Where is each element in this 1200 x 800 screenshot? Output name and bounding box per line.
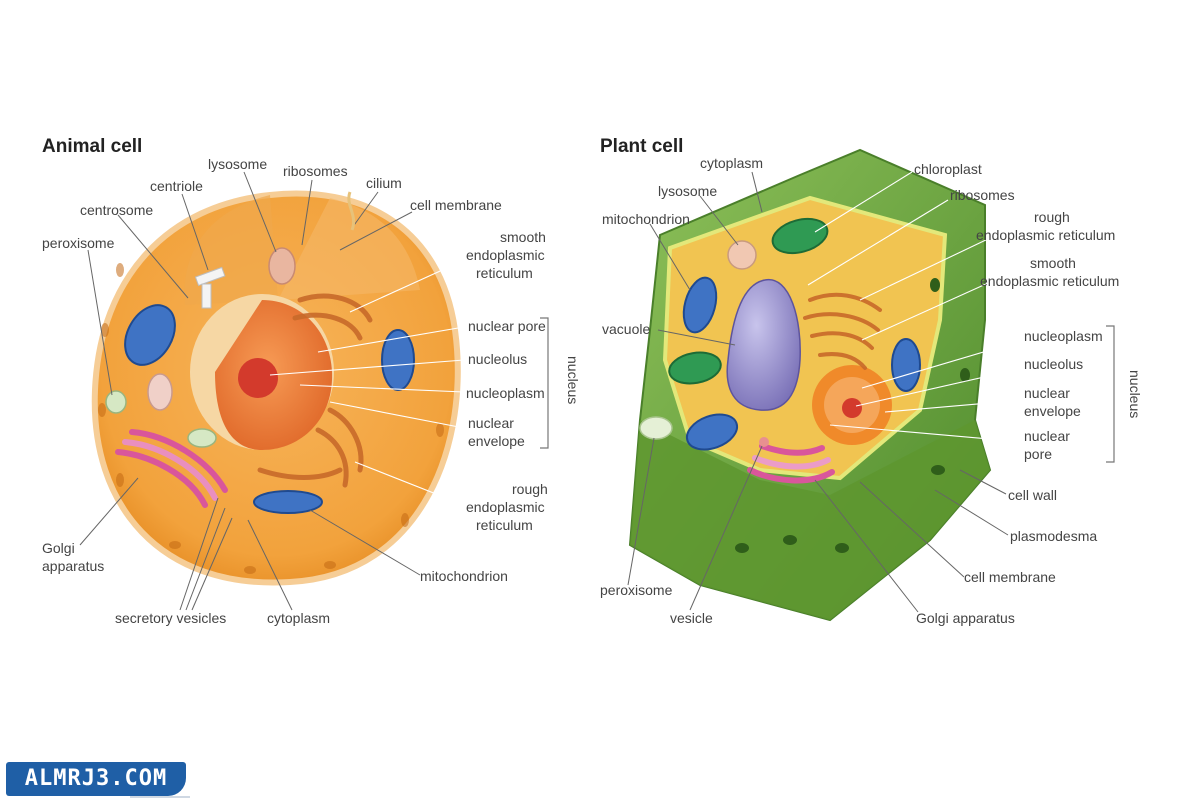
label-plant-nuclear-pore-2: pore [1024,446,1052,462]
plant-er [803,292,882,370]
plant-chloroplast-left [668,351,722,385]
site-watermark-logo: ALMRJ3.COM [6,762,186,796]
label-animal-rough-er-1: rough [512,481,548,497]
label-animal-cell-membrane: cell membrane [410,197,502,213]
label-plant-vacuole: vacuole [602,321,650,337]
label-plant-nucleolus: nucleolus [1024,356,1083,372]
label-animal-secretory-vesicles: secretory vesicles [115,610,226,626]
animal-leaders [79,171,465,611]
plant-lysosome [727,240,757,270]
animal-cell: Animal cell [42,136,581,626]
label-plant-nuclear-envelope-1: nuclear [1024,385,1070,401]
label-animal-golgi-1: Golgi [42,540,75,556]
animal-cilium [347,191,356,231]
label-plant-mitochondrion: mitochondrion [602,211,690,227]
label-plant-ribosomes: ribosomes [950,187,1015,203]
plant-peroxisome [639,416,673,440]
plant-mitochondrion-bottom [685,413,739,451]
animal-mitochondrion-right [381,329,415,391]
label-animal-golgi-2: apparatus [42,558,104,574]
label-animal-nuclear-envelope-2: envelope [468,433,525,449]
label-plant-nucleus: nucleus [1127,370,1143,418]
animal-mitochondrion-left [124,304,176,366]
plant-vesicle [759,437,769,447]
label-plant-nuclear-pore-1: nuclear [1024,428,1070,444]
label-plant-cell-wall: cell wall [1008,487,1057,503]
label-animal-ribosomes: ribosomes [283,163,348,179]
label-plant-cell-membrane: cell membrane [964,569,1056,585]
label-plant-chloroplast: chloroplast [914,161,982,177]
plant-mitochondrion-left [682,276,718,334]
label-animal-smooth-er-3: reticulum [476,265,533,281]
label-plant-smooth-er-1: smooth [1030,255,1076,271]
label-animal-nucleoplasm: nucleoplasm [466,385,545,401]
label-animal-lysosome: lysosome [208,156,267,172]
label-plant-rough-er-2: endoplasmic reticulum [976,227,1115,243]
label-plant-lysosome: lysosome [658,183,717,199]
label-animal-peroxisome: peroxisome [42,235,115,251]
plant-cell-title: Plant cell [600,136,683,157]
animal-nucleolus [238,358,278,398]
plant-mitochondrion-right [891,338,921,392]
label-plant-cytoplasm: cytoplasm [700,155,763,171]
plant-cell: Plant cell [600,136,1143,626]
plant-wall-front [630,420,990,620]
label-animal-nuclear-envelope-1: nuclear [468,415,514,431]
plant-nucleus [812,365,892,445]
animal-vesicle [147,373,173,411]
plant-vacuole [726,279,801,411]
animal-cell-title: Animal cell [42,136,142,157]
animal-mitochondrion-bottom [253,490,323,514]
label-animal-nuclear-pore: nuclear pore [468,318,546,334]
label-animal-rough-er-3: reticulum [476,517,533,533]
plant-wall-pores [735,278,970,553]
label-plant-smooth-er-2: endoplasmic reticulum [980,273,1119,289]
label-plant-plasmodesma: plasmodesma [1010,528,1097,544]
label-animal-mitochondrion: mitochondrion [420,568,508,584]
plant-nucleus-brace [1106,325,1115,463]
label-animal-rough-er-2: endoplasmic [466,499,545,515]
animal-vesicle-2 [187,428,217,448]
label-plant-vesicle: vesicle [670,610,713,626]
watermark-underline [130,796,190,798]
label-animal-cilium: cilium [366,175,402,191]
animal-lysosome [268,247,296,285]
label-plant-rough-er-1: rough [1034,209,1070,225]
label-animal-cytoplasm: cytoplasm [267,610,330,626]
plant-nucleolus [842,398,862,418]
animal-membrane-dots [98,263,444,574]
label-animal-nucleus: nucleus [565,356,581,404]
animal-nucleus-brace [540,317,549,449]
plant-leaders [627,171,1025,613]
label-plant-golgi: Golgi apparatus [916,610,1015,626]
animal-rough-er [257,293,373,488]
label-animal-centriole: centriole [150,178,203,194]
animal-centriole [194,266,226,309]
label-animal-nucleolus: nucleolus [468,351,527,367]
label-plant-peroxisome: peroxisome [600,582,673,598]
label-animal-centrosome: centrosome [80,202,153,218]
animal-peroxisome [105,390,127,414]
label-animal-smooth-er-1: smooth [500,229,546,245]
plant-chloroplast-top [771,217,829,255]
label-animal-smooth-er-2: endoplasmic [466,247,545,263]
plant-golgi [747,443,835,484]
label-plant-nuclear-envelope-2: envelope [1024,403,1081,419]
animal-golgi [115,429,228,508]
label-plant-nucleoplasm: nucleoplasm [1024,328,1103,344]
